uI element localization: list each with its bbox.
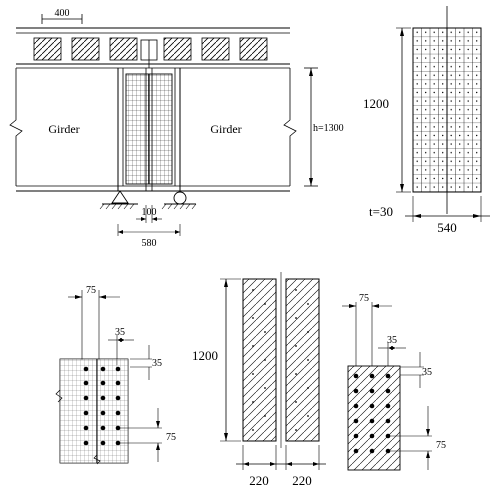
width-dimension: 580 (117, 224, 181, 249)
left-bolt-pattern (83, 366, 121, 446)
left-pitch-h: 35 (115, 327, 125, 338)
spacing-label: 400 (55, 8, 70, 19)
pin-support (99, 190, 138, 210)
left-pitch-v: 35 (152, 358, 162, 369)
plate-height-label: 1200 (363, 96, 389, 111)
split-height-label: 1200 (192, 348, 218, 363)
deck-blocks (33, 37, 268, 61)
plate-detail: 1200 t=30 540 (363, 6, 490, 235)
right-bolt-pattern (353, 373, 391, 454)
elevation-view: 400 Gi (9, 8, 344, 249)
left-row-dim: 75 (166, 432, 176, 443)
right-girder-label: Girder (210, 122, 241, 136)
right-top-dim: 75 (359, 293, 369, 304)
split-plates: 1200 220 220 (192, 272, 326, 488)
split-right-width: 220 (292, 473, 312, 488)
left-girder-label: Girder (48, 122, 79, 136)
gap-dimension: 100 (136, 205, 162, 223)
left-top-dim: 75 (86, 285, 96, 296)
roller-support (161, 191, 197, 210)
width-label: 580 (142, 238, 157, 249)
right-pitch-v: 35 (422, 367, 432, 378)
bolt-detail-left: 75 35 35 (55, 285, 176, 465)
right-pitch-h: 35 (387, 335, 397, 346)
bolt-detail-right: 75 35 35 75 (342, 293, 446, 471)
gap-label: 100 (142, 207, 157, 218)
plate-width-label: 540 (437, 220, 457, 235)
height-label: h=1300 (313, 123, 344, 134)
right-row-dim: 75 (436, 440, 446, 451)
spacing-dimension: 400 (41, 8, 83, 24)
split-left-width: 220 (249, 473, 269, 488)
height-dimension: h=1300 (304, 67, 344, 187)
plate-thickness-label: t=30 (369, 204, 393, 219)
